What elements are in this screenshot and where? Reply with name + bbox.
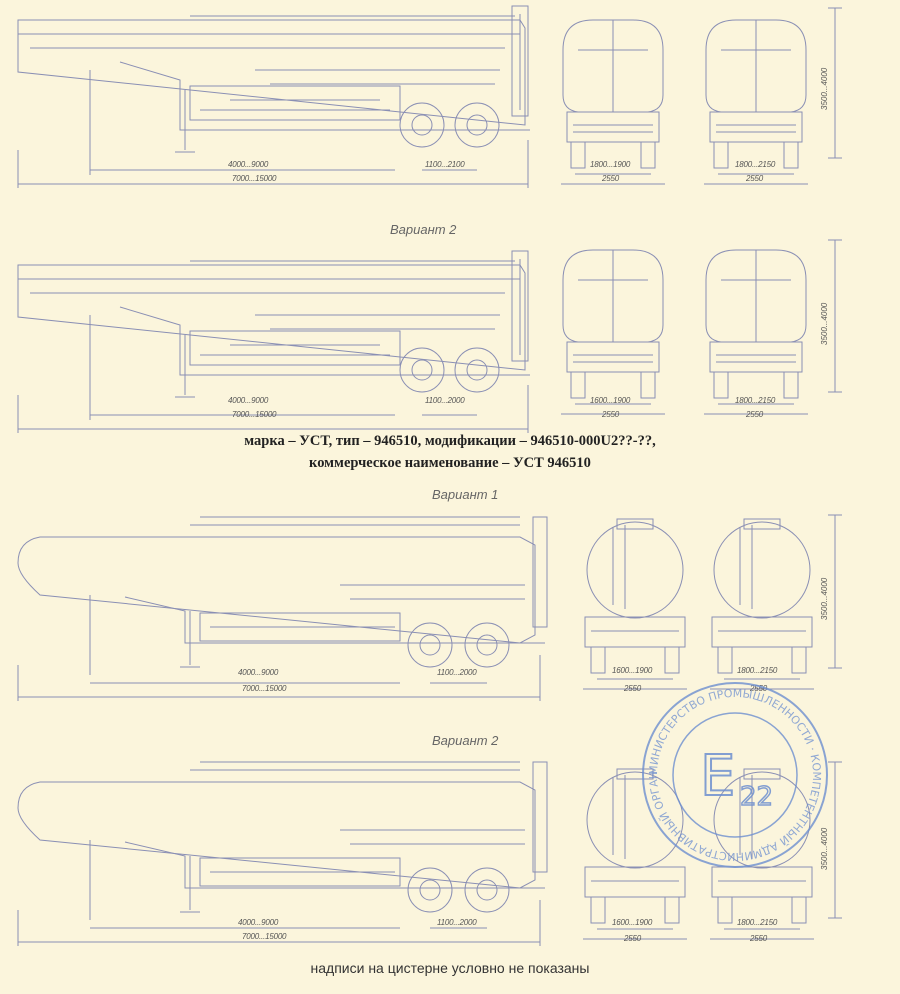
front-view-top-2 [560, 249, 666, 415]
dim-front-track-1: 1800...1900 [590, 160, 631, 169]
caption-line-1: марка – УСТ, тип – 946510, модификации –… [244, 433, 656, 449]
height-line-bottom-1 [828, 514, 842, 669]
dim-front-width-2: 2550 [602, 410, 619, 419]
svg-text:E: E [700, 744, 735, 809]
dim-rear-track-4: 1800...2150 [737, 918, 778, 927]
dim-height-1: 3500...4000 [820, 67, 829, 110]
footer-note: надписи на цистерне условно не показаны [310, 960, 590, 976]
dim-rear-track-1: 1800...2150 [735, 160, 776, 169]
variant-label-top-2: Вариант 2 [390, 222, 457, 237]
variant-label-bottom-2: Вариант 2 [432, 733, 499, 748]
dim-rear-width-4: 2550 [750, 934, 767, 943]
dim-mid-2: 4000...9000 [228, 396, 269, 405]
dim-front-width-4: 2550 [624, 934, 641, 943]
dim-axle-3: 1100...2000 [437, 668, 477, 677]
height-line-bottom-2 [828, 761, 842, 919]
dim-front-width-3: 2550 [624, 684, 641, 693]
side-view-top-2 [17, 250, 531, 434]
dim-total-1: 7000...15000 [232, 174, 277, 183]
dim-front-track-4: 1600...1900 [612, 918, 653, 927]
dim-rear-track-2: 1800...2150 [735, 396, 776, 405]
dim-total-2: 7000...15000 [232, 410, 277, 419]
dim-total-3: 7000...15000 [242, 684, 287, 693]
height-line-top-1 [828, 7, 842, 159]
dim-rear-width-3: 2550 [750, 684, 767, 693]
dim-mid-1: 4000...9000 [228, 160, 269, 169]
dim-height-2: 3500...4000 [820, 302, 829, 345]
approval-stamp: МИНИСТЕРСТВО ПРОМЫШЛЕННОСТИ · КОМПЕТЕНТН… [640, 680, 828, 868]
height-line-top-2 [828, 239, 842, 393]
dim-front-width-1: 2550 [602, 174, 619, 183]
dim-axle-2: 1100...2000 [425, 396, 465, 405]
dim-front-track-2: 1600...1900 [590, 396, 631, 405]
dim-total-4: 7000...15000 [242, 932, 287, 941]
dim-mid-4: 4000...9000 [238, 918, 279, 927]
variant-label-bottom-1: Вариант 1 [432, 487, 499, 502]
dim-mid-3: 4000...9000 [238, 668, 279, 677]
dim-axle-1: 1100...2100 [425, 160, 465, 169]
dim-rear-width-1: 2550 [746, 174, 763, 183]
dim-rear-track-3: 1800...2150 [737, 666, 778, 675]
caption-line-2: коммерческое наименование – УСТ 946510 [309, 455, 591, 471]
dim-height-3: 3500...4000 [820, 577, 829, 620]
rear-view-top-2 [703, 249, 809, 415]
dim-rear-width-2: 2550 [746, 410, 763, 419]
rear-view-bottom-1 [709, 518, 815, 690]
dim-axle-4: 1100...2000 [437, 918, 477, 927]
svg-text:22: 22 [740, 782, 773, 812]
dim-front-track-3: 1600...1900 [612, 666, 653, 675]
front-view-bottom-1 [582, 518, 688, 690]
